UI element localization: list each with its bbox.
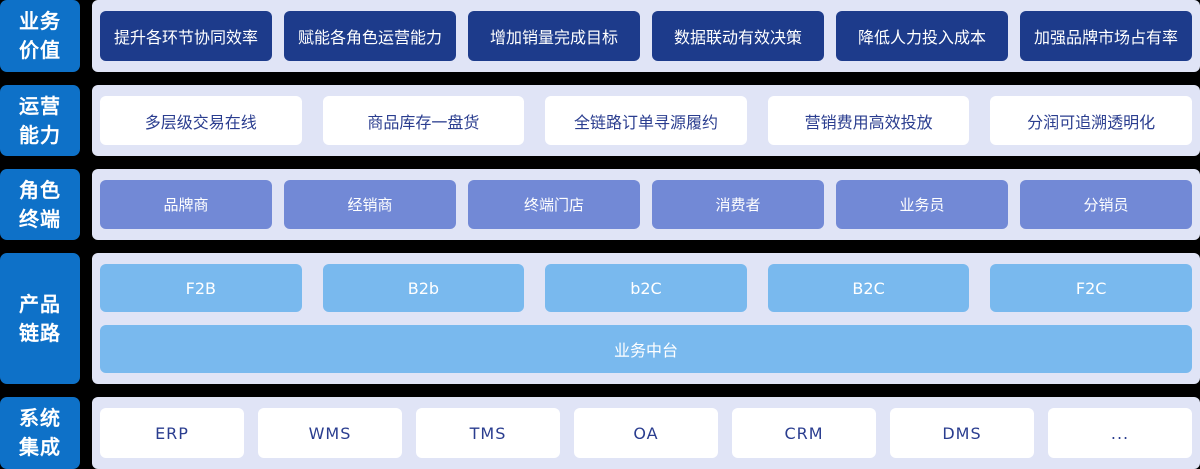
system-item: WMS xyxy=(258,408,402,458)
capability-item: 多层级交易在线 xyxy=(100,96,302,145)
sidebar-label-line: 能力 xyxy=(19,122,61,147)
chain-mode-item: B2b xyxy=(322,264,525,312)
chain-mode-item: b2C xyxy=(545,264,747,312)
chain-mode-item: B2C xyxy=(767,264,970,312)
band-operation-capability: 多层级交易在线商品库存一盘货全链路订单寻源履约营销费用高效投放分润可追溯透明化 xyxy=(92,85,1200,156)
business-value-item: 提升各环节协同效率 xyxy=(100,11,272,61)
sidebar-label-system-integration: 系统 集成 xyxy=(0,397,80,469)
band-system-integration: ERP WMS TMS OA CRM DMS... xyxy=(92,397,1200,469)
system-item: ERP xyxy=(100,408,244,458)
chain-mode-item: F2B xyxy=(100,264,302,312)
system-item: ... xyxy=(1048,408,1192,458)
band-business-value: 提升各环节协同效率赋能各角色运营能力增加销量完成目标数据联动有效决策降低人力投入… xyxy=(92,0,1200,72)
role-item: 分销员 xyxy=(1020,180,1192,229)
band-role-terminal: 品牌商经销商终端门店消费者业务员分销员 xyxy=(92,169,1200,240)
system-item: CRM xyxy=(732,408,876,458)
sidebar-label-line: 集成 xyxy=(19,435,61,459)
sidebar-label-line: 角色 xyxy=(19,177,61,202)
sidebar-label-line: 系统 xyxy=(19,406,61,430)
product-chain-modes: F2B B2b b2C B2C F2C xyxy=(100,264,1192,312)
row-business-value: 业务 价值 提升各环节协同效率赋能各角色运营能力增加销量完成目标数据联动有效决策… xyxy=(0,0,1200,72)
row-operation-capability: 运营 能力 多层级交易在线商品库存一盘货全链路订单寻源履约营销费用高效投放分润可… xyxy=(0,85,1200,156)
role-item: 品牌商 xyxy=(100,180,272,229)
sidebar-label-operation-capability: 运营 能力 xyxy=(0,85,80,156)
sidebar-label-product-chain: 产品 链路 xyxy=(0,253,80,384)
role-item: 终端门店 xyxy=(468,180,640,229)
business-value-item: 赋能各角色运营能力 xyxy=(284,11,456,61)
row-role-terminal: 角色 终端 品牌商经销商终端门店消费者业务员分销员 xyxy=(0,169,1200,240)
middle-platform-box: 业务中台 xyxy=(100,325,1192,373)
capability-item: 全链路订单寻源履约 xyxy=(545,96,747,145)
role-item: 经销商 xyxy=(284,180,456,229)
sidebar-label-line: 链路 xyxy=(19,320,61,345)
sidebar-label-line: 业务 xyxy=(19,9,61,33)
system-item: DMS xyxy=(890,408,1034,458)
system-item: OA xyxy=(574,408,718,458)
business-value-item: 降低人力投入成本 xyxy=(836,11,1008,61)
system-item: TMS xyxy=(416,408,560,458)
business-value-item: 加强品牌市场占有率 xyxy=(1020,11,1192,61)
business-value-item: 增加销量完成目标 xyxy=(468,11,640,61)
role-item: 业务员 xyxy=(836,180,1008,229)
capability-item: 营销费用高效投放 xyxy=(767,96,970,145)
row-product-chain: 产品 链路 F2B B2b b2C B2C F2C 业务中台 xyxy=(0,253,1200,384)
sidebar-label-line: 价值 xyxy=(19,38,61,62)
capability-item: 商品库存一盘货 xyxy=(322,96,525,145)
capability-item: 分润可追溯透明化 xyxy=(990,96,1192,145)
sidebar-label-line: 运营 xyxy=(19,93,61,118)
sidebar-label-role-terminal: 角色 终端 xyxy=(0,169,80,240)
row-system-integration: 系统 集成 ERP WMS TMS OA CRM DMS... xyxy=(0,397,1200,469)
band-product-chain: F2B B2b b2C B2C F2C 业务中台 xyxy=(92,253,1200,384)
business-value-item: 数据联动有效决策 xyxy=(652,11,824,61)
sidebar-label-line: 产品 xyxy=(19,291,61,316)
sidebar-label-business-value: 业务 价值 xyxy=(0,0,80,72)
role-item: 消费者 xyxy=(652,180,824,229)
chain-mode-item: F2C xyxy=(990,264,1192,312)
sidebar-label-line: 终端 xyxy=(19,206,61,231)
